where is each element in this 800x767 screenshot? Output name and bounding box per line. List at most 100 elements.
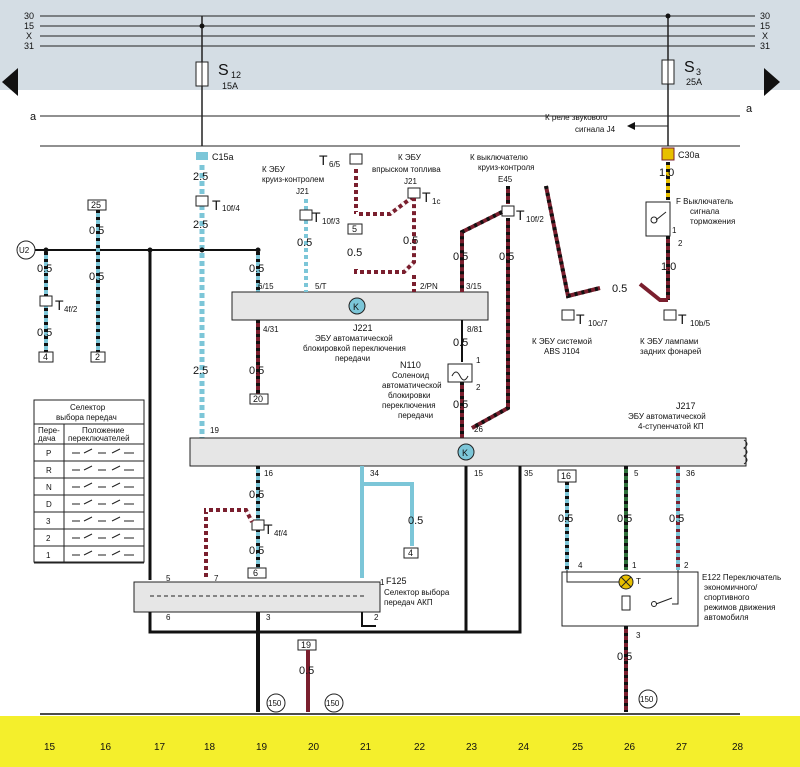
svg-text:T: T (264, 521, 273, 537)
j221-desc-1: ЭБУ автоматической (315, 334, 393, 343)
bus-31-left: 31 (24, 41, 34, 51)
wire-label-n110-a: 0.5 (453, 337, 468, 349)
horn-relay-line1: К реле звукового (545, 113, 608, 122)
wire-label-col16-b: 0.5 (89, 271, 104, 283)
injection-ecu-1: К ЭБУ (398, 153, 422, 162)
rear-lamps-1: К ЭБУ лампами (640, 337, 698, 346)
wire-label-col26: 0.5 (617, 513, 632, 525)
bus-31-right: 31 (760, 41, 770, 51)
cruise-ecu-1: К ЭБУ (262, 165, 286, 174)
box-4-mid (403, 547, 419, 559)
footer-band (0, 716, 800, 767)
selector-title-1: Селектор (70, 403, 106, 412)
selector-switch-pattern (72, 482, 134, 488)
bus-15-left: 15 (24, 21, 34, 31)
j217-k-icon (457, 443, 475, 461)
fuse-s3-rating: 25A (686, 77, 702, 87)
wire-label-col27-d: 0.5 (669, 513, 684, 525)
column-number: 24 (518, 742, 530, 753)
j217-name: J217 (676, 401, 696, 411)
pin-8-81: 8/81 (467, 325, 483, 334)
pin-36: 36 (686, 469, 695, 478)
selector-row-gear: 3 (46, 517, 51, 526)
wire-label-col27-a: 1.0 (659, 167, 674, 179)
cruise-switch-1: К выключателю (470, 153, 528, 162)
abs-label-1: К ЭБУ системой (532, 337, 592, 346)
column-number: 28 (732, 742, 744, 753)
selector-table: Селектор выбора передач Пере- дача Полож… (33, 399, 145, 564)
wire-label-col19-c: 0.5 (249, 489, 264, 501)
n110-desc-2: автоматической (382, 381, 442, 390)
pin-16: 16 (264, 469, 273, 478)
box-5 (347, 223, 363, 235)
line-a-label-right: a (746, 103, 753, 115)
wire-label-25c: 2.5 (193, 365, 208, 377)
arrow-right-icon (764, 68, 780, 96)
wire-abs (544, 185, 601, 299)
selector-switch-pattern (72, 516, 134, 522)
f125-desc-1: Селектор выбора (384, 588, 450, 597)
bus-x-left: X (26, 31, 32, 41)
svg-text:T: T (319, 152, 328, 168)
n110-desc-3: блокировки (388, 391, 431, 400)
svg-text:T: T (55, 297, 64, 313)
horn-relay-line2: сигнала J4 (575, 125, 616, 134)
j221-desc-3: передачи (335, 354, 370, 363)
pin-e122-1: 1 (632, 561, 637, 570)
wire-label-col27-b: 1.0 (661, 261, 676, 273)
svg-text:2: 2 (95, 352, 100, 362)
svg-text:6: 6 (253, 568, 258, 578)
f125-name: F125 (386, 576, 407, 586)
selector-switch-pattern (72, 499, 134, 505)
pin-f125-6: 6 (166, 613, 171, 622)
svg-text:T: T (212, 197, 221, 213)
wire-col21-22-link (356, 194, 416, 216)
svg-text:150: 150 (268, 699, 282, 708)
box-2-left (90, 351, 106, 363)
selector-switch-pattern (72, 550, 134, 556)
wire-label-col26-b: 0.5 (617, 651, 632, 663)
j221-k-icon (348, 297, 366, 315)
wire-black-bottom (148, 466, 522, 634)
j217-desc-1: ЭБУ автоматической (628, 412, 706, 421)
t10f2-connector: T 10f/2 (501, 205, 544, 224)
pin-19: 19 (210, 426, 219, 435)
cruise-ecu-2: круиз-контролем (262, 175, 324, 184)
svg-text:T: T (576, 311, 585, 327)
wire-col21-22-low (354, 198, 416, 274)
column-number: 20 (308, 742, 320, 753)
arrow-left-icon (2, 68, 18, 96)
bus-band (0, 0, 800, 90)
wire-label-col19-b: 0.5 (249, 365, 264, 377)
svg-text:5: 5 (352, 224, 357, 234)
wire-col24-to-j217 (471, 218, 510, 430)
u2-label: U2 (19, 246, 30, 255)
horn-relay-arrow-icon (627, 122, 635, 130)
ground-150-c (638, 689, 658, 709)
svg-text:10f/3: 10f/3 (322, 217, 340, 226)
e122-diode-icon (621, 595, 631, 611)
wire-label-col25: 0.5 (558, 513, 573, 525)
pin-5-t: 5/T (315, 282, 327, 291)
svg-text:19: 19 (301, 640, 311, 650)
pin-6-15: 6/15 (258, 282, 274, 291)
bus-15-right: 15 (760, 21, 770, 31)
wire-label-col21: 0.5 (347, 247, 362, 259)
injection-ecu-2: впрыском топлива (372, 165, 441, 174)
e122-desc-2: спортивного (704, 593, 750, 602)
pin-3-15: 3/15 (466, 282, 482, 291)
bus-lines (40, 15, 755, 47)
n110-name: N110 (400, 360, 421, 370)
f125-desc-2: передач АКП (384, 598, 433, 607)
t10b5-connector: T 10b/5 (663, 309, 711, 328)
abs-label-2: ABS J104 (544, 347, 580, 356)
fuse-s12-rating: 15A (222, 81, 238, 91)
wire-f125-2 (361, 612, 376, 627)
selector-row-gear: 2 (46, 534, 51, 543)
svg-text:16: 16 (561, 471, 571, 481)
fuse-s3-sub: 3 (696, 67, 701, 77)
column-number: 25 (572, 742, 584, 753)
e122-desc-3: режимов движения (704, 603, 775, 612)
